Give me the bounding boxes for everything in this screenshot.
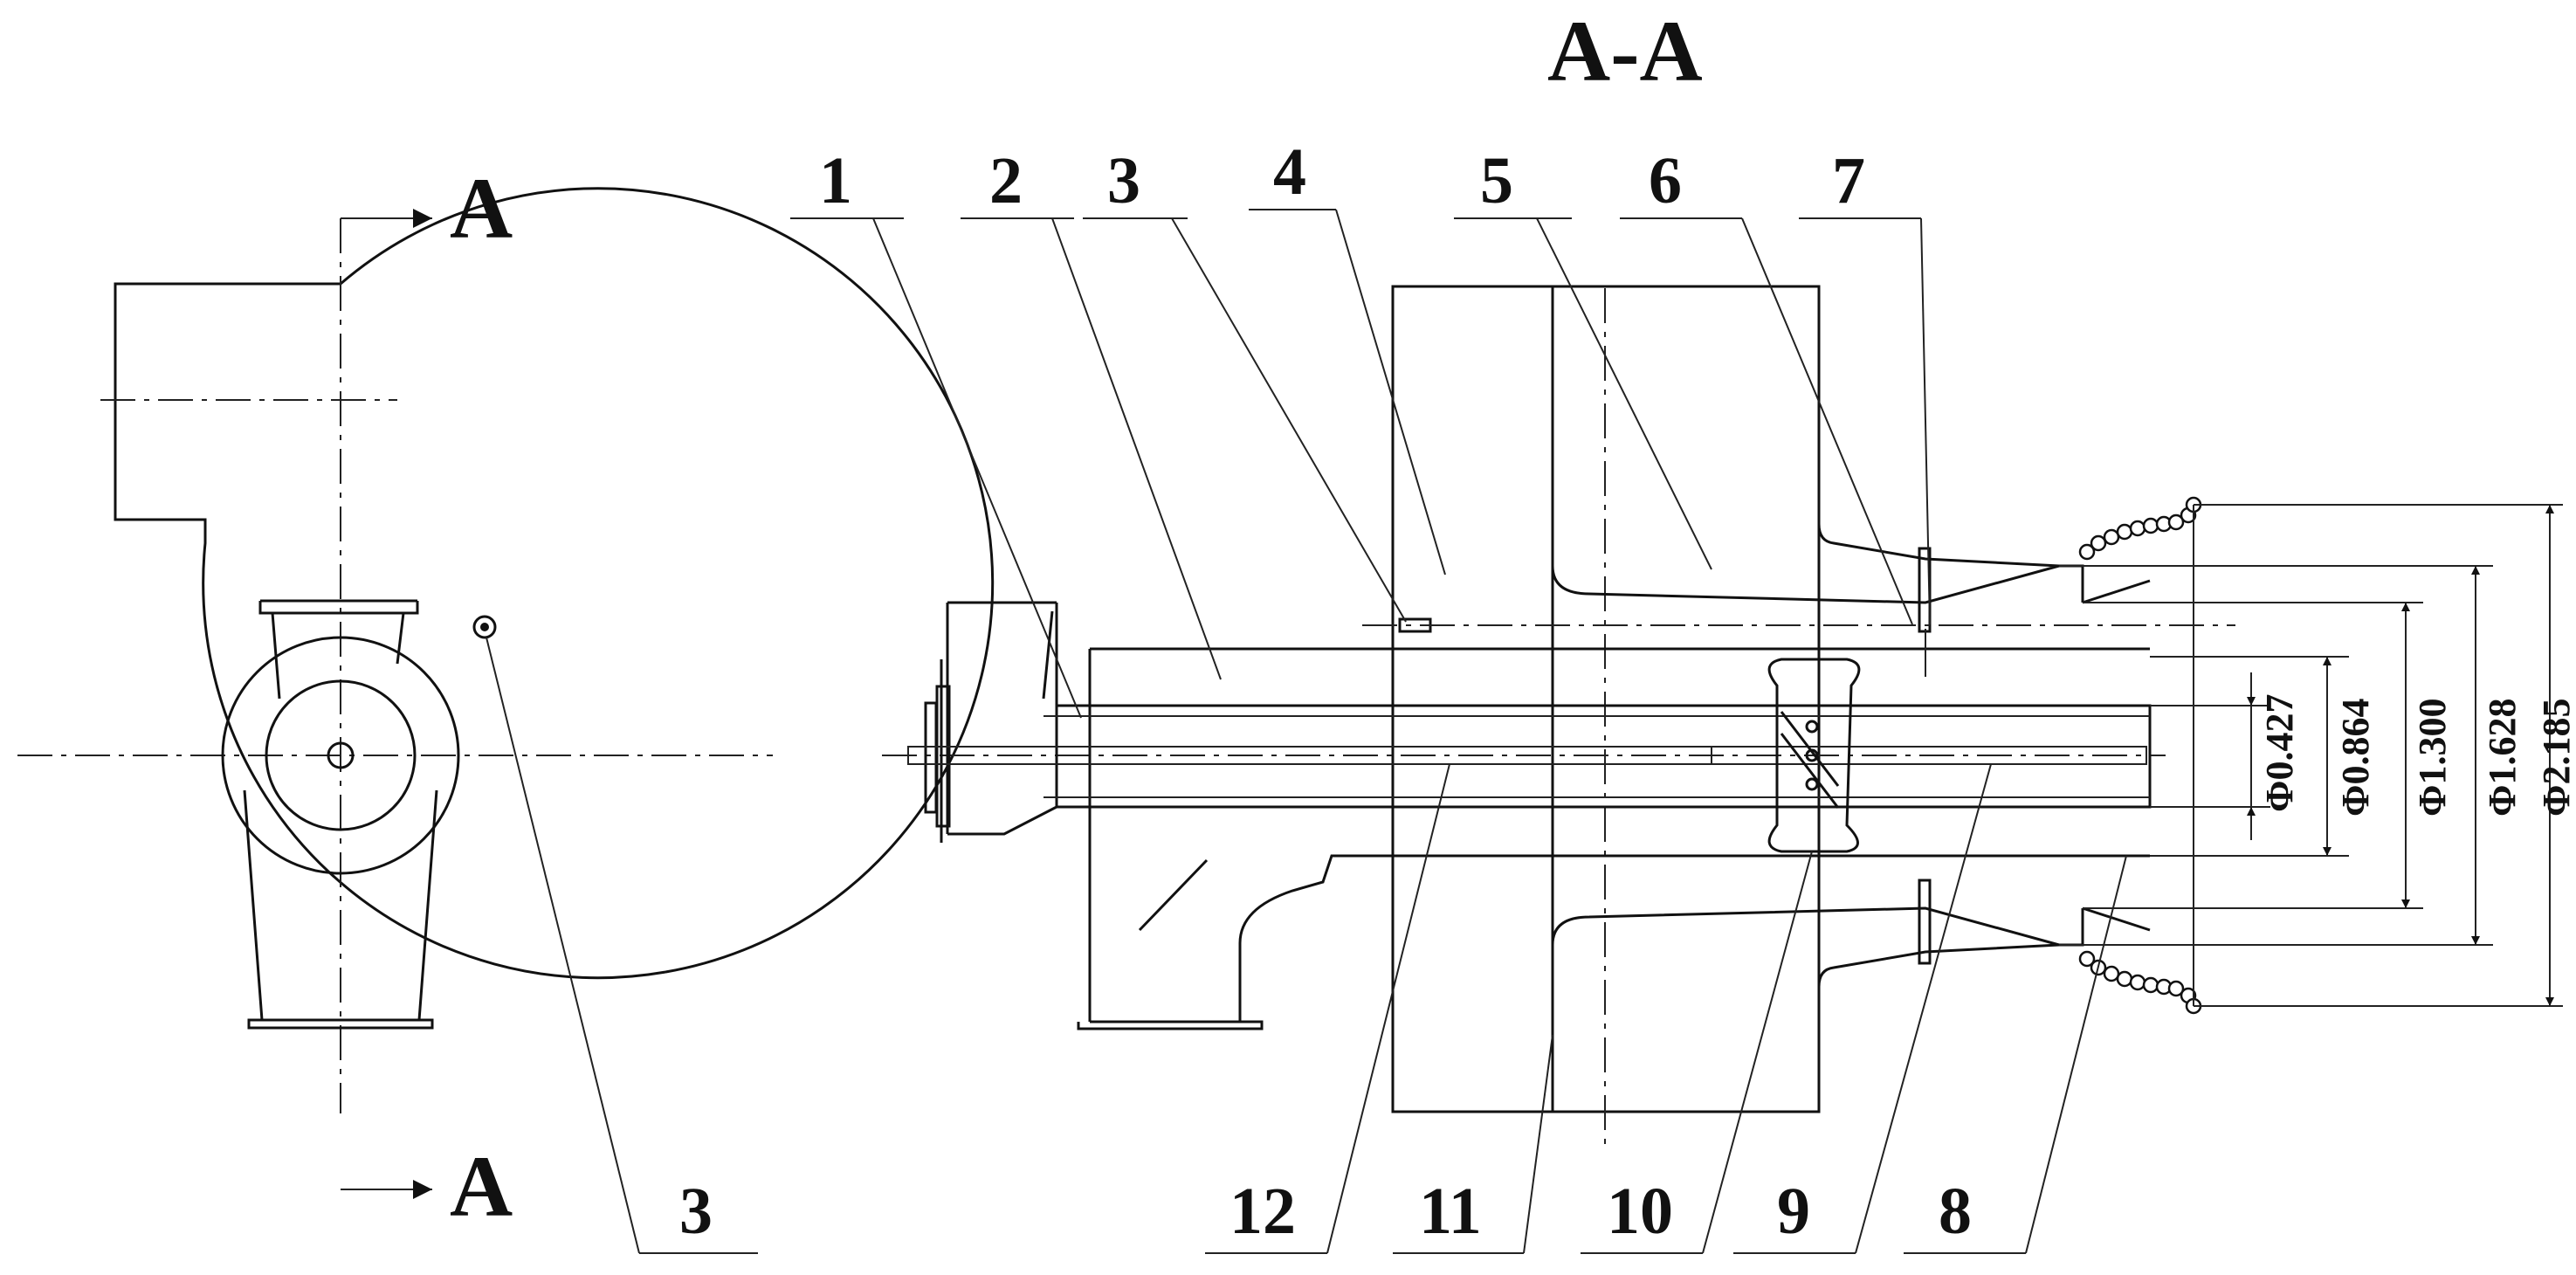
axis-circle [327,741,355,769]
label-10: 10 [1607,1175,1673,1248]
label-2: 2 [989,144,1023,217]
inlet-elbow [940,601,1058,843]
dimension-extensions [2059,504,2563,1007]
leaders-bottom [1205,763,2127,1254]
leader-3-left [486,637,640,1254]
label-7: 7 [1832,144,1865,217]
bottom-duct [243,789,438,1030]
label-1: 1 [819,144,852,217]
lower-swirl-cone [1551,906,2060,988]
central-lance [907,746,2147,765]
primary-tube [1055,704,2152,809]
dim-1300: Φ1.300 [2411,699,2454,817]
dim-0427: Φ0.427 [2258,694,2301,812]
top-nozzle [258,599,419,700]
dim-0864: Φ0.864 [2334,699,2377,817]
outlet-lip-upper [2059,564,2151,604]
dim-1628: Φ1.628 [2481,699,2524,817]
label-3-left: 3 [679,1175,713,1248]
swirler-bolts [1805,720,1819,791]
label-8: 8 [1939,1175,1972,1248]
upper-swirl-cone [1551,523,2060,604]
secondary-air-duct [1077,647,2150,1030]
leaders-top [790,209,1931,719]
swirler [1767,658,1861,853]
label-3: 3 [1107,144,1140,217]
volute-casing [114,187,995,980]
bead-chain-upper [2078,496,2202,561]
lower-damper [1918,879,1932,965]
dim-2185: Φ2.185 [2535,699,2576,817]
section-view: A-A [790,3,2576,1254]
label-4: 4 [1273,135,1306,209]
bead-chain-lower [2078,950,2202,1015]
dimension-labels: Φ0.427 Φ0.864 Φ1.300 Φ1.628 Φ2.185 [2258,694,2576,817]
label-12: 12 [1229,1175,1296,1248]
end-cap [924,701,938,814]
duct-vane [1138,858,1209,932]
label-9: 9 [1777,1175,1810,1248]
outer-hub-circle [221,636,460,875]
section-title: A-A [1547,3,1703,100]
dimension-lines [2247,505,2554,1006]
label-6: 6 [1649,144,1682,217]
label-5: 5 [1480,144,1513,217]
label-11: 11 [1419,1175,1482,1248]
inner-hub-circle [265,679,417,831]
section-marker-top: A [450,160,513,257]
section-marker-bottom: A [450,1138,513,1235]
end-view: A A 3 [17,160,995,1254]
port-symbol [472,615,497,639]
